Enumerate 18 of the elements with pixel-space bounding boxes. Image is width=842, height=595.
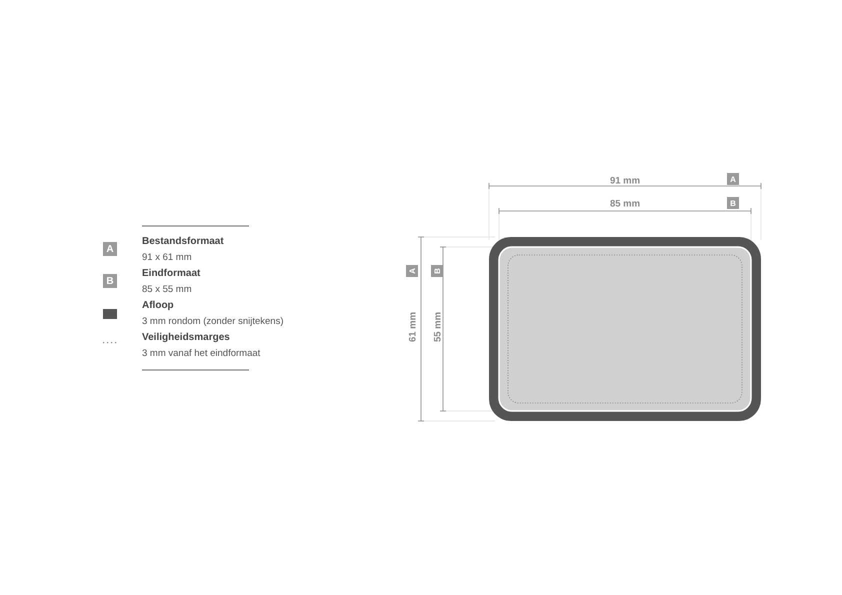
letter-badge: A: [103, 242, 117, 256]
dimension-label: 91 mm: [610, 176, 640, 186]
legend-description: 91 x 61 mm: [142, 252, 192, 264]
legend-description: 3 mm rondom (zonder snijtekens): [142, 316, 284, 328]
legend-title: Afloop: [142, 300, 174, 312]
dimension-label: 61 mm: [408, 312, 418, 342]
letter-badge: B: [431, 265, 443, 277]
legend-description: 3 mm vanaf het eindformaat: [142, 348, 260, 360]
letter-badge: B: [727, 197, 739, 209]
dimension-label: 55 mm: [432, 312, 444, 342]
letter-badge: A: [406, 265, 418, 277]
dimension-label: 85 mm: [610, 198, 640, 210]
letter-badge: B: [103, 274, 117, 288]
legend-description: 85 x 55 mm: [142, 284, 192, 296]
legend-title: Veiligheidsmarges: [142, 332, 230, 344]
legend-title: Eindformaat: [142, 268, 200, 280]
legend-title: Bestandsformaat: [142, 236, 224, 248]
letter-badge: A: [727, 173, 739, 185]
